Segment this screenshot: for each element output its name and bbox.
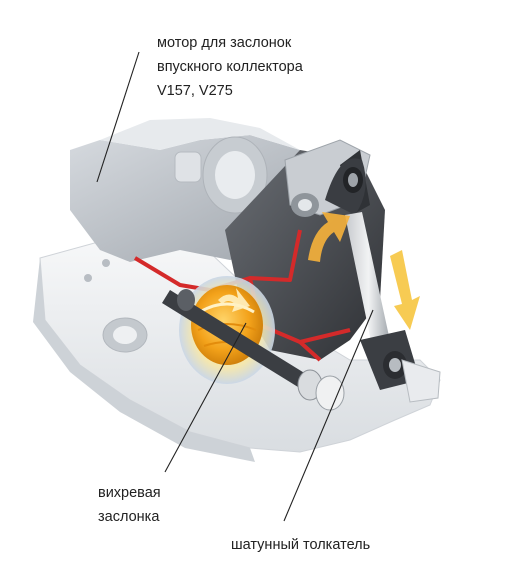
swirl-flap-label-line-2: заслонка	[98, 509, 160, 525]
leader-line-swirl-flap	[164, 322, 247, 473]
leader-line-motor	[96, 51, 140, 183]
swirl-flap-label-line-1: вихревая	[98, 485, 161, 501]
connecting-rod-graphic	[325, 150, 441, 403]
rotation-arrow-flap	[218, 288, 250, 312]
push-arrow-down	[390, 250, 420, 330]
motor-label-line-2: впускного коллектора	[157, 59, 303, 75]
connecting-rod-label-line-1: шатунный толкатель	[231, 537, 371, 553]
leader-lines	[96, 51, 374, 522]
flap-shaft	[162, 289, 345, 411]
connecting-rod-label: шатунный толкатель	[231, 533, 370, 557]
motion-arrows	[218, 212, 420, 330]
swirl-flap-label: вихревая заслонка	[98, 481, 161, 529]
motor-label-line-3: V157, V275	[157, 83, 233, 99]
rotation-arrow-upper	[308, 212, 350, 262]
leader-line-connecting-rod	[283, 309, 374, 522]
motor-label: мотор для заслонок впускного коллектора …	[157, 31, 303, 103]
motor-label-line-1: мотор для заслонок	[157, 35, 292, 51]
